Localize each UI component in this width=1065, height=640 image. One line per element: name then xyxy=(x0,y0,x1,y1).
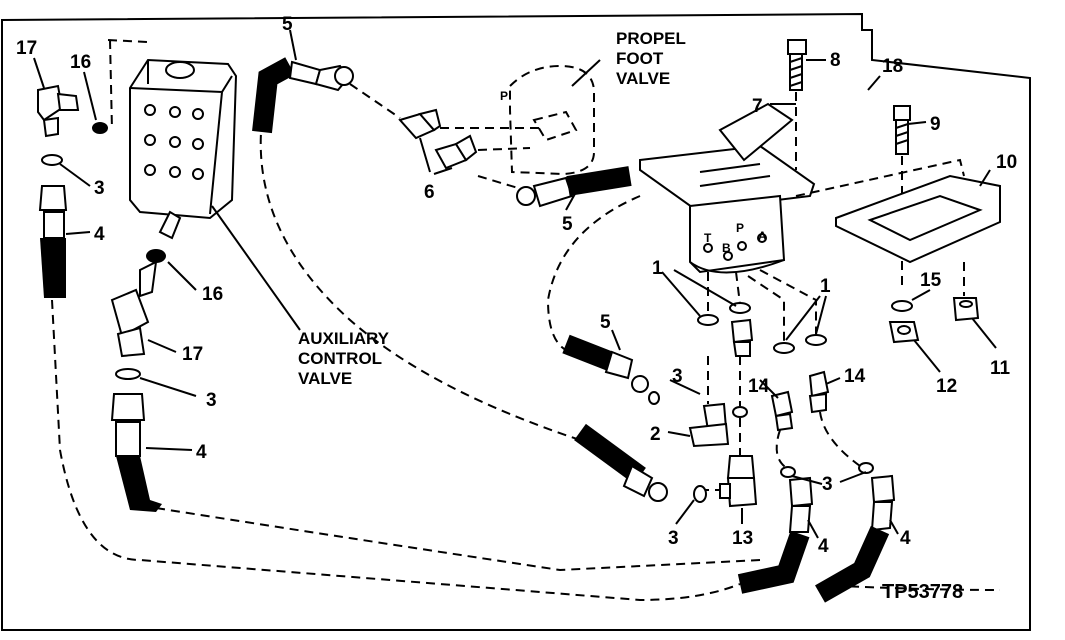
hose-route-mid-left xyxy=(155,507,761,572)
figure-id: TP53778 xyxy=(882,581,963,603)
callout-3-near-14: 3 xyxy=(672,366,683,387)
hose-route-14-left xyxy=(775,429,791,471)
propel-foot-valve-ghost xyxy=(440,64,595,176)
hose-5-lower-right xyxy=(562,334,649,393)
callout-5-lower-right: 5 xyxy=(600,312,611,333)
o-ring-3-mid-left xyxy=(115,368,141,380)
port-label-t: T xyxy=(704,231,712,245)
nut-11 xyxy=(952,297,980,322)
callout-5-middle: 5 xyxy=(562,214,573,235)
frame-border xyxy=(1,12,1031,631)
callout-5-top: 5 xyxy=(282,14,293,35)
callout-3-lower-center: 3 xyxy=(668,528,679,549)
o-ring-1-a xyxy=(697,314,719,326)
propel-leader-line xyxy=(571,59,601,87)
o-ring-3-lower-center xyxy=(693,485,707,503)
callout-4-right-a: 4 xyxy=(818,536,829,557)
callout-3-mid-left: 3 xyxy=(206,390,217,411)
pedal-valve-assembly-7 xyxy=(639,102,816,274)
callout-9: 9 xyxy=(930,114,941,135)
callout-4-top-left: 4 xyxy=(94,224,105,245)
bolt-8 xyxy=(787,39,807,170)
o-ring-3-right-a xyxy=(780,466,796,478)
hose-5-bottom xyxy=(574,423,668,502)
callout-14-left: 14 xyxy=(748,376,770,397)
callout-16-mid: 16 xyxy=(202,284,223,305)
callout-3-top-left: 3 xyxy=(94,178,105,199)
propel-label-line2: FOOT xyxy=(616,49,664,68)
callout-3-right-center: 3 xyxy=(822,474,833,495)
o-ring-1-c xyxy=(773,342,795,354)
hose-route-14-right xyxy=(819,411,861,467)
straight-fitting-p xyxy=(730,318,754,357)
nut-12 xyxy=(888,321,920,344)
propel-label-line3: VALVE xyxy=(616,69,670,88)
callout-13: 13 xyxy=(732,528,753,549)
callout-10: 10 xyxy=(996,152,1017,173)
callout-8: 8 xyxy=(830,50,841,71)
fitting-14-right xyxy=(808,370,830,414)
leader-lines xyxy=(33,29,997,539)
callout-4-bottom-left: 4 xyxy=(196,442,207,463)
bolt-9 xyxy=(893,105,911,290)
aux-label-line1: AUXILIARY xyxy=(298,329,390,348)
callout-17-mid: 17 xyxy=(182,344,203,365)
elbow-fitting-2 xyxy=(688,402,730,448)
o-ring-16-top xyxy=(92,122,108,134)
hose-route-aux-to-propel xyxy=(259,119,581,441)
washer-15 xyxy=(891,300,913,312)
port-label-b: B xyxy=(722,241,731,255)
o-ring-3-near-14 xyxy=(648,391,660,405)
o-ring-3-right-b xyxy=(858,462,874,474)
callout-6: 6 xyxy=(424,182,435,203)
elbow-fitting-17-top xyxy=(37,84,80,138)
callout-4-right-b: 4 xyxy=(900,528,911,549)
o-ring-16-mid xyxy=(146,249,166,263)
aux-label-line2: CONTROL xyxy=(298,349,382,368)
callout-7: 7 xyxy=(752,96,763,117)
propel-label-line1: PROPEL xyxy=(616,29,686,48)
callout-16-top: 16 xyxy=(70,52,91,73)
callout-18: 18 xyxy=(882,56,903,77)
hose-route-left xyxy=(51,299,741,602)
fitting-6-upper xyxy=(398,108,442,140)
tee-fitting-13 xyxy=(719,455,758,508)
leader-6 xyxy=(419,137,453,175)
callout-1-left: 1 xyxy=(652,258,663,279)
callout-11: 11 xyxy=(990,358,1011,379)
fitting-14-left xyxy=(770,390,794,432)
mounting-plate-10 xyxy=(795,158,1001,296)
o-ring-3-center xyxy=(732,406,748,418)
aux-label-line3: VALVE xyxy=(298,369,352,388)
callout-1-right: 1 xyxy=(820,276,831,297)
callout-17-top: 17 xyxy=(16,38,37,59)
hose-route-right-loop xyxy=(546,195,641,351)
o-ring-1-d xyxy=(805,334,827,346)
o-ring-3-top-left xyxy=(41,154,63,166)
hose-5-top-dash-link xyxy=(349,83,401,119)
callout-12: 12 xyxy=(936,376,957,397)
hose-fitting-4-bottom-left xyxy=(110,393,162,512)
hose-fitting-4-top-left xyxy=(38,185,68,298)
center-dash-links xyxy=(707,356,741,406)
valve-port-dash-lines xyxy=(707,269,817,344)
hose-5-top xyxy=(252,57,354,134)
elbow-fitting-17-mid xyxy=(110,260,158,358)
port-label-a: A xyxy=(758,229,767,243)
port-label-p: P xyxy=(736,221,744,235)
port-label-p-propel: P xyxy=(500,89,508,103)
hose-4-right-b xyxy=(815,474,896,603)
hose-5-middle xyxy=(477,166,632,208)
fitting-6-lower xyxy=(434,134,478,170)
callout-14-right: 14 xyxy=(844,366,866,387)
callout-15: 15 xyxy=(920,270,942,291)
callout-2: 2 xyxy=(650,424,661,445)
auxiliary-control-valve-body xyxy=(107,39,238,240)
